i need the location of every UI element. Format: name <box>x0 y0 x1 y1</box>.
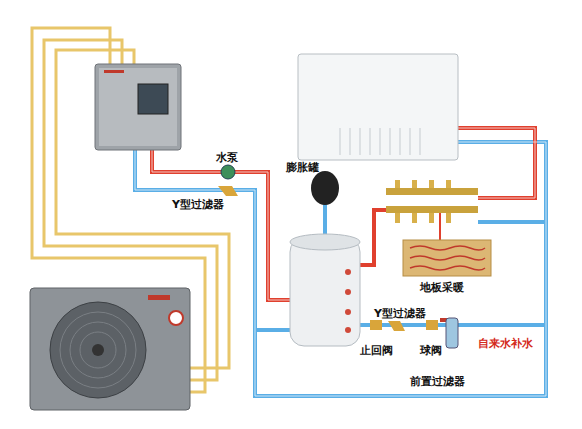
water-tank-top <box>290 234 360 250</box>
pre-filter <box>446 318 458 348</box>
fan-grille <box>50 302 146 398</box>
component-label: 前置过滤器 <box>410 375 465 388</box>
component-label: Y型过滤器 <box>172 198 224 211</box>
water-pump <box>221 165 235 179</box>
fan-coil-unit <box>298 54 458 160</box>
component-label: 自来水补水 <box>478 337 533 350</box>
indoor-unit <box>95 64 181 150</box>
y-strainer <box>218 186 238 196</box>
pipe-highlights <box>135 128 546 396</box>
return-pipes <box>135 142 546 396</box>
water-tank <box>290 238 360 346</box>
fan-rings <box>60 312 136 388</box>
indoor-unit-panel <box>99 68 177 146</box>
indoor-unit-screen <box>138 84 168 114</box>
y-strainer <box>388 321 405 331</box>
expansion-tank <box>311 171 339 205</box>
floor-heating-panel <box>403 240 491 276</box>
manifold <box>386 180 478 240</box>
component-label: 水泵 <box>216 151 238 164</box>
component-label: 地板采暖 <box>420 281 464 294</box>
fan-coil-grille <box>340 128 420 155</box>
component-label: 止回阀 <box>360 344 393 357</box>
brand-mark <box>104 70 124 73</box>
brand-mark <box>148 295 170 300</box>
floor-heating-coil <box>410 246 485 270</box>
component-label: 球阀 <box>420 344 442 357</box>
component-label: 膨胀罐 <box>286 161 319 174</box>
component-label: Y型过滤器 <box>374 307 426 320</box>
pressure-gauge <box>169 311 183 325</box>
tank-ports <box>345 269 351 333</box>
fan-hub <box>92 344 104 356</box>
ball-valve <box>426 320 438 330</box>
outdoor-unit <box>30 288 190 410</box>
check-valve <box>370 320 382 330</box>
